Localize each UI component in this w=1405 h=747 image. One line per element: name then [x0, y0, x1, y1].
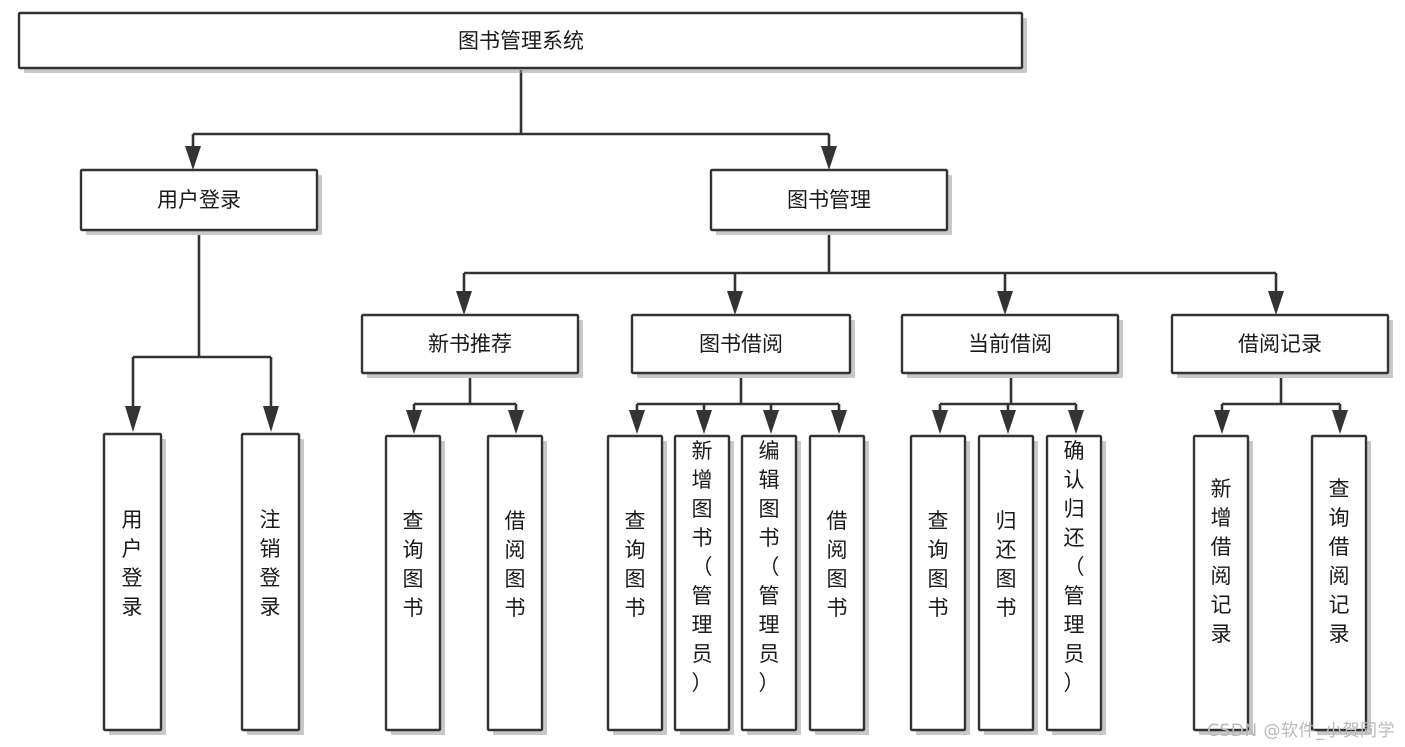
- node-user-login-label: 用户登录: [157, 188, 241, 212]
- node-current-borrow[interactable]: 当前借阅: [900, 313, 1123, 378]
- arrow-leaf-query-book-3: [932, 410, 948, 434]
- node-book-borrow[interactable]: 图书借阅: [630, 313, 855, 378]
- node-user-login[interactable]: 用户登录: [79, 168, 322, 235]
- arrow-leaf-query-book-2: [629, 410, 645, 434]
- node-leaf-add-record[interactable]: 新增借阅记录: [1192, 434, 1253, 735]
- node-leaf-add-record-label: 新增借阅记录: [1211, 477, 1232, 646]
- arrow-leaf-query-book-1: [406, 410, 422, 434]
- arrow-to-user-login: [185, 146, 201, 170]
- node-leaf-confirm-return[interactable]: 确认归还（管理员）: [1045, 434, 1106, 735]
- node-rect[interactable]: [1310, 434, 1368, 732]
- arrow-to-book-borrow: [727, 291, 743, 315]
- arrow-leaf-user-login: [125, 406, 141, 432]
- arrow-leaf-borrow-book-1: [508, 410, 524, 434]
- node-leaf-query-book-3-label: 查询图书: [928, 509, 949, 620]
- arrow-to-borrow-record: [1268, 291, 1284, 315]
- node-leaf-add-book-label: 新增图书（管理员）: [692, 439, 713, 695]
- node-rect[interactable]: [630, 313, 852, 375]
- node-borrow-record[interactable]: 借阅记录: [1170, 313, 1393, 378]
- node-rect[interactable]: [240, 432, 301, 732]
- node-rect[interactable]: [709, 168, 949, 232]
- node-leaf-logout-login[interactable]: 注销登录: [240, 432, 304, 735]
- node-rect[interactable]: [606, 434, 664, 732]
- node-rect[interactable]: [740, 434, 798, 732]
- node-leaf-edit-book-label: 编辑图书（管理员）: [759, 439, 780, 695]
- node-book-management[interactable]: 图书管理: [709, 168, 952, 235]
- node-title-system[interactable]: 图书管理系统: [17, 11, 1027, 73]
- node-leaf-borrow-book-2-label: 借阅图书: [827, 509, 848, 620]
- node-leaf-query-book-3[interactable]: 查询图书: [909, 434, 970, 735]
- arrow-leaf-query-record: [1332, 410, 1348, 434]
- node-leaf-logout-login-label: 注销登录: [260, 508, 281, 619]
- node-title-system-label: 图书管理系统: [458, 29, 584, 53]
- node-leaf-add-book[interactable]: 新增图书（管理员）: [673, 434, 734, 735]
- node-rect[interactable]: [1170, 313, 1390, 375]
- node-leaf-query-record-label: 查询借阅记录: [1329, 477, 1350, 646]
- node-leaf-user-login-label: 用户登录: [122, 508, 143, 619]
- arrow-to-current-borrow: [997, 291, 1013, 315]
- node-leaf-query-book-2-label: 查询图书: [625, 509, 646, 620]
- node-rect[interactable]: [79, 168, 319, 232]
- node-rect[interactable]: [486, 434, 544, 732]
- node-leaf-query-book-2[interactable]: 查询图书: [606, 434, 667, 735]
- arrow-leaf-confirm-return: [1068, 410, 1084, 434]
- node-new-book-recommend-label: 新书推荐: [428, 332, 512, 356]
- arrow-to-new-book-recommend: [456, 291, 472, 315]
- node-rect[interactable]: [1192, 434, 1250, 732]
- node-rect[interactable]: [808, 434, 866, 732]
- node-leaf-return-book[interactable]: 归还图书: [977, 434, 1038, 735]
- node-rect[interactable]: [1045, 434, 1103, 732]
- arrow-to-book-management: [821, 146, 837, 170]
- node-current-borrow-label: 当前借阅: [968, 332, 1052, 356]
- node-leaf-query-record[interactable]: 查询借阅记录: [1310, 434, 1371, 735]
- arrow-leaf-logout-login: [263, 406, 279, 432]
- arrow-leaf-edit-book: [763, 410, 779, 434]
- node-leaf-borrow-book-1-label: 借阅图书: [505, 509, 526, 620]
- node-leaf-query-book-1-label: 查询图书: [403, 509, 424, 620]
- node-leaf-query-book-1[interactable]: 查询图书: [384, 434, 445, 735]
- arrow-leaf-add-book: [696, 410, 712, 434]
- arrow-leaf-borrow-book-2: [831, 410, 847, 434]
- node-leaf-confirm-return-label: 确认归还（管理员）: [1064, 439, 1085, 695]
- arrow-leaf-return-book: [1000, 410, 1016, 434]
- node-leaf-edit-book[interactable]: 编辑图书（管理员）: [740, 434, 801, 735]
- node-rect[interactable]: [673, 434, 731, 732]
- node-book-borrow-label: 图书借阅: [699, 332, 783, 356]
- node-rect[interactable]: [360, 313, 580, 375]
- node-rect[interactable]: [977, 434, 1035, 732]
- node-new-book-recommend[interactable]: 新书推荐: [360, 313, 583, 378]
- node-rect[interactable]: [384, 434, 442, 732]
- node-leaf-borrow-book-2[interactable]: 借阅图书: [808, 434, 869, 735]
- node-rect[interactable]: [102, 432, 163, 732]
- node-rect[interactable]: [909, 434, 967, 732]
- node-leaf-user-login[interactable]: 用户登录: [102, 432, 166, 735]
- node-rect[interactable]: [17, 11, 1024, 70]
- node-book-management-label: 图书管理: [787, 188, 871, 212]
- arrow-leaf-add-record: [1214, 410, 1230, 434]
- node-leaf-return-book-label: 归还图书: [996, 509, 1017, 620]
- node-rect[interactable]: [900, 313, 1120, 375]
- connector-layer: [125, 70, 1348, 434]
- node-borrow-record-label: 借阅记录: [1238, 332, 1322, 356]
- node-leaf-borrow-book-1[interactable]: 借阅图书: [486, 434, 547, 735]
